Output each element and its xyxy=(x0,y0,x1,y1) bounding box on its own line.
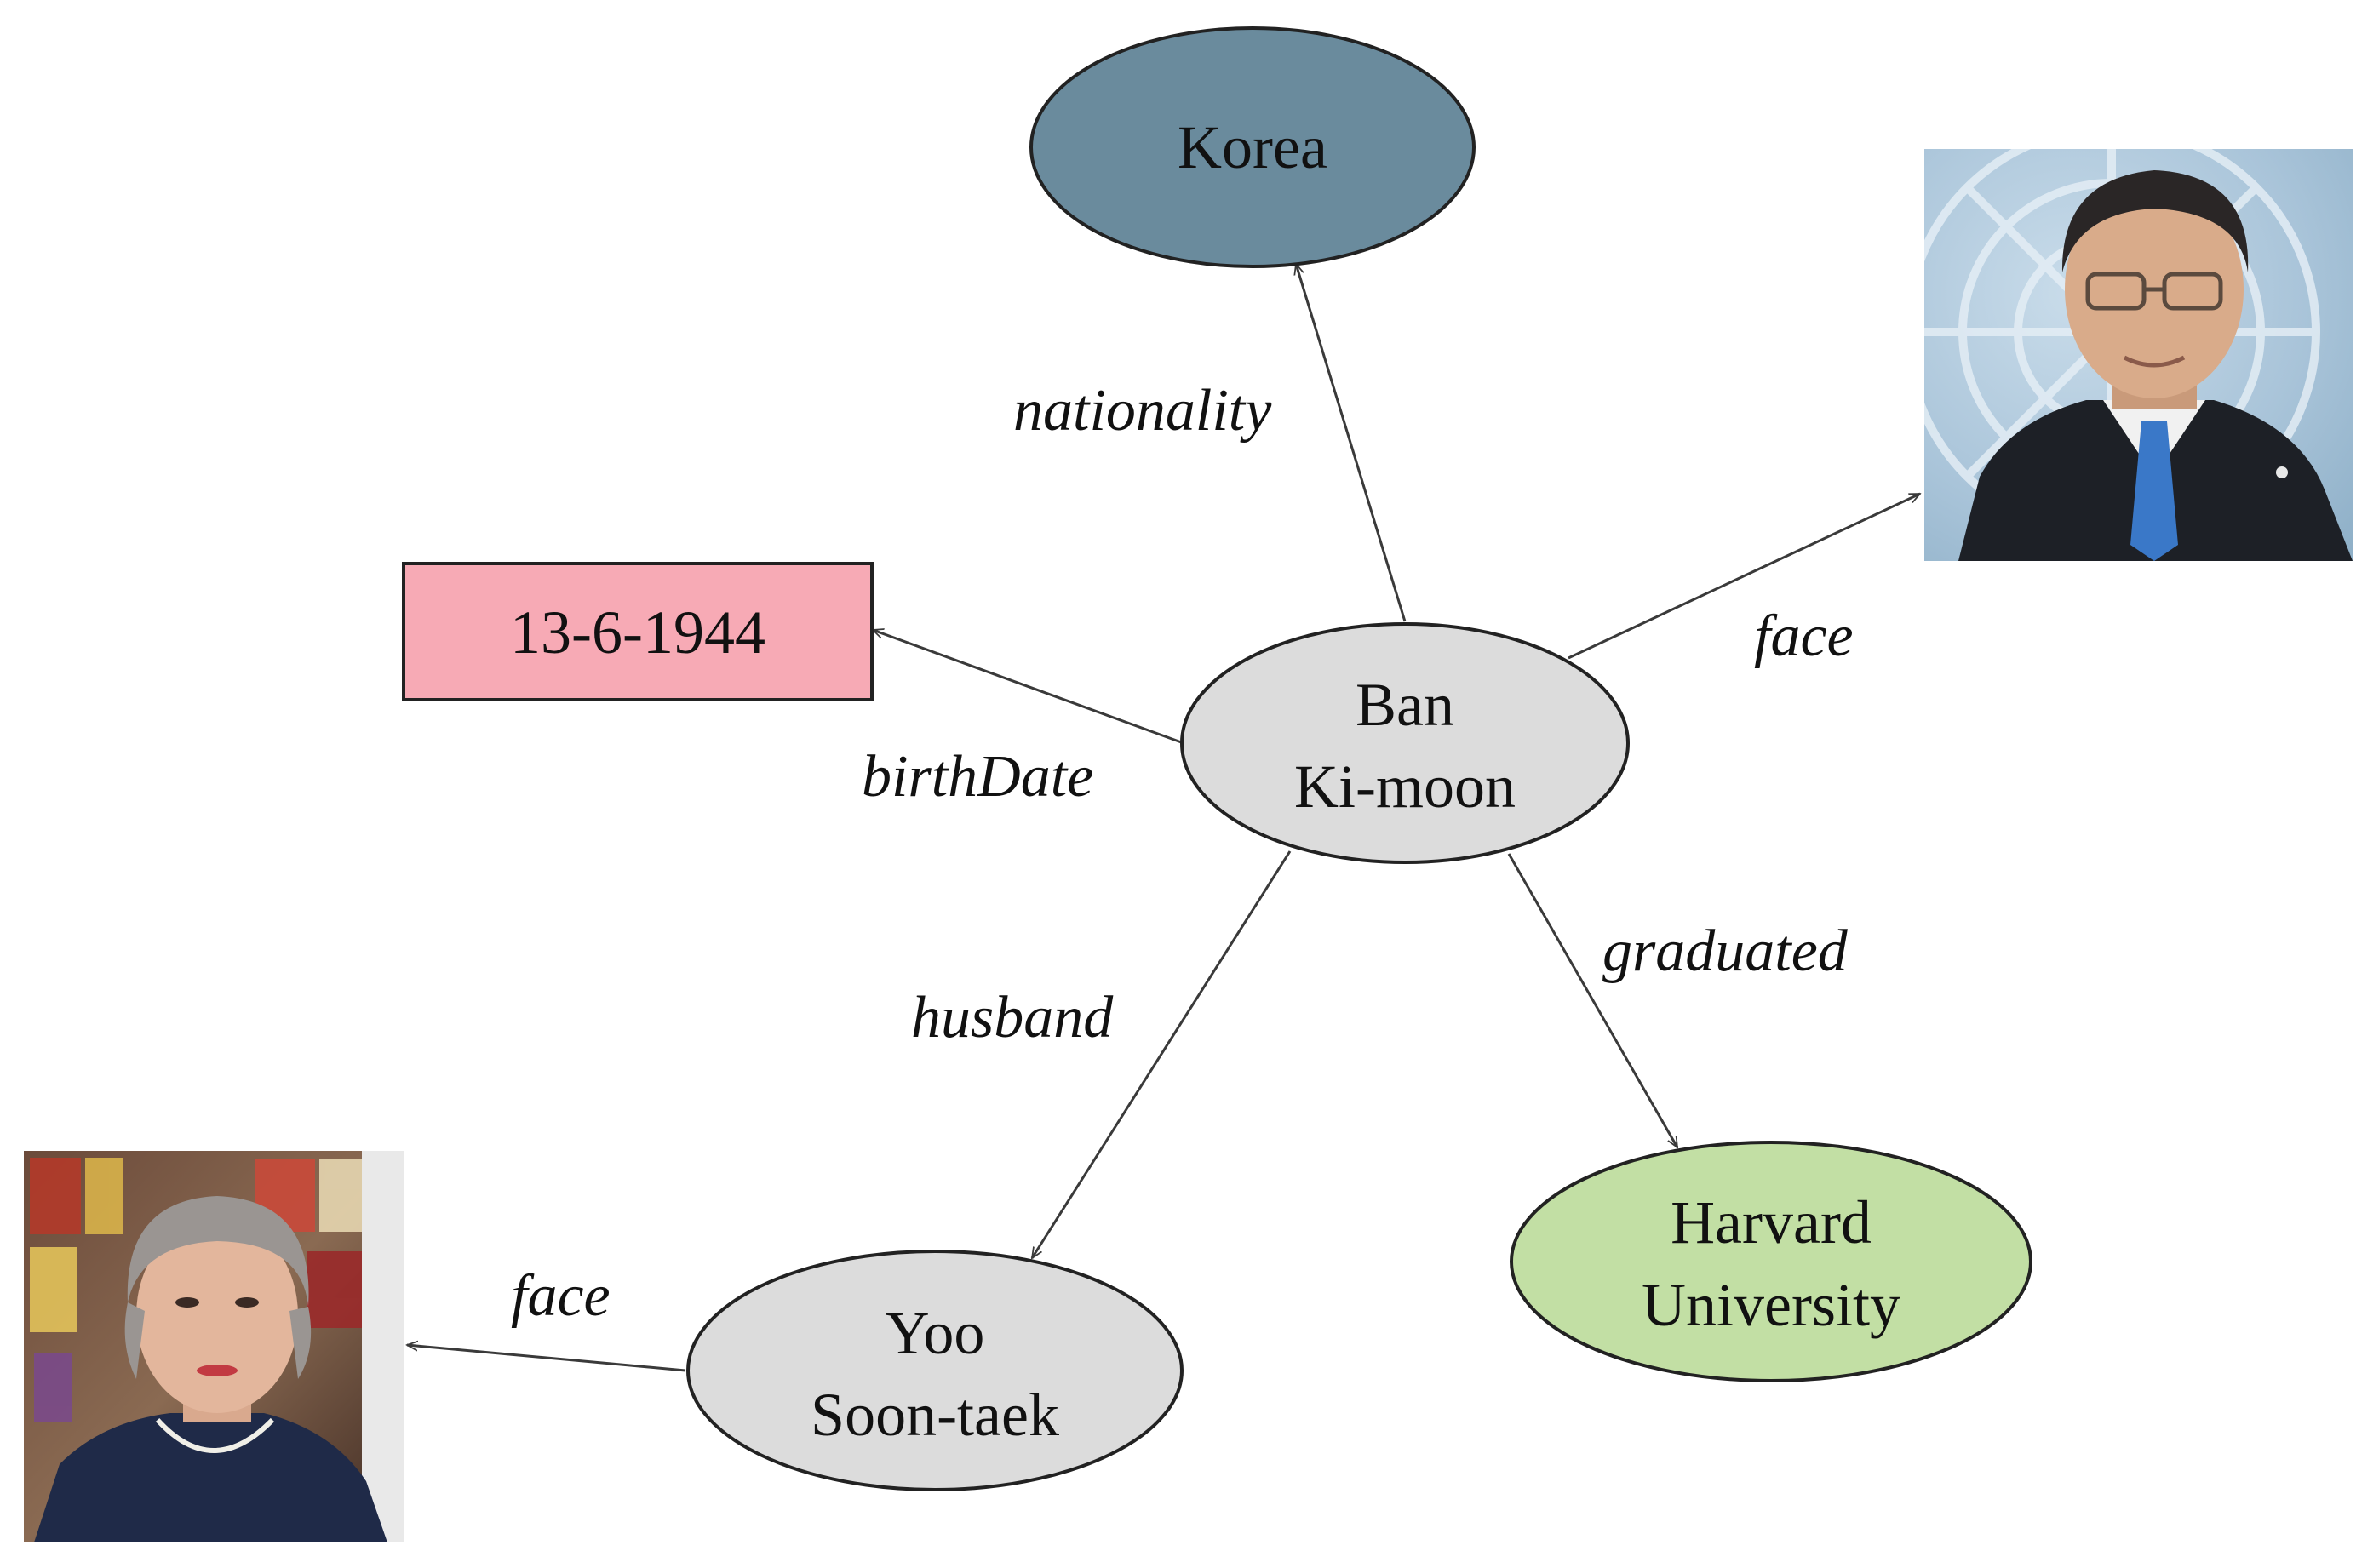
edge-face-ban: face xyxy=(1568,492,1920,669)
node-yoo-shape xyxy=(686,1250,1184,1491)
edge-nationality: nationality xyxy=(1013,264,1407,622)
node-harvard-shape xyxy=(1510,1141,2032,1382)
edge-label-nationality: nationality xyxy=(1013,378,1272,444)
edge-birthdate: birthDate xyxy=(862,630,1184,810)
node-korea: Korea xyxy=(1029,26,1476,268)
node-birthdate: 13-6-1944 xyxy=(402,562,874,701)
node-ban-label-line2: Ki-moon xyxy=(1294,753,1516,821)
yoo-soon-taek-photo xyxy=(24,1151,404,1542)
node-korea-shape xyxy=(1029,26,1476,268)
edge-graduated: graduated xyxy=(1507,853,1849,1147)
node-yoo-soon-taek: Yoo Soon-taek xyxy=(686,1250,1184,1491)
edge-face-yoo: face xyxy=(407,1263,686,1372)
edge-husband: husband xyxy=(911,850,1292,1258)
edge-label-husband: husband xyxy=(911,985,1114,1050)
node-harvard-university: Harvard University xyxy=(1510,1141,2032,1382)
node-birthdate-shape xyxy=(402,562,874,701)
ban-ki-moon-photo xyxy=(1924,149,2353,561)
node-korea-label: Korea xyxy=(1178,113,1327,181)
edge-label-graduated: graduated xyxy=(1602,918,1849,984)
edge-label-birthdate: birthDate xyxy=(862,744,1093,810)
edge-label-face-yoo: face xyxy=(511,1263,611,1329)
node-birthdate-label: 13-6-1944 xyxy=(510,598,765,667)
node-harvard-label-line1: Harvard xyxy=(1671,1188,1872,1256)
node-yoo-label-line1: Yoo xyxy=(886,1299,985,1367)
node-harvard-label-line2: University xyxy=(1642,1271,1900,1339)
node-ban-shape xyxy=(1180,622,1630,864)
node-ban-label-line1: Ban xyxy=(1356,671,1454,739)
edge-label-face-ban: face xyxy=(1754,604,1854,669)
node-yoo-label-line2: Soon-taek xyxy=(811,1381,1059,1449)
node-ban-ki-moon: Ban Ki-moon xyxy=(1180,622,1630,864)
